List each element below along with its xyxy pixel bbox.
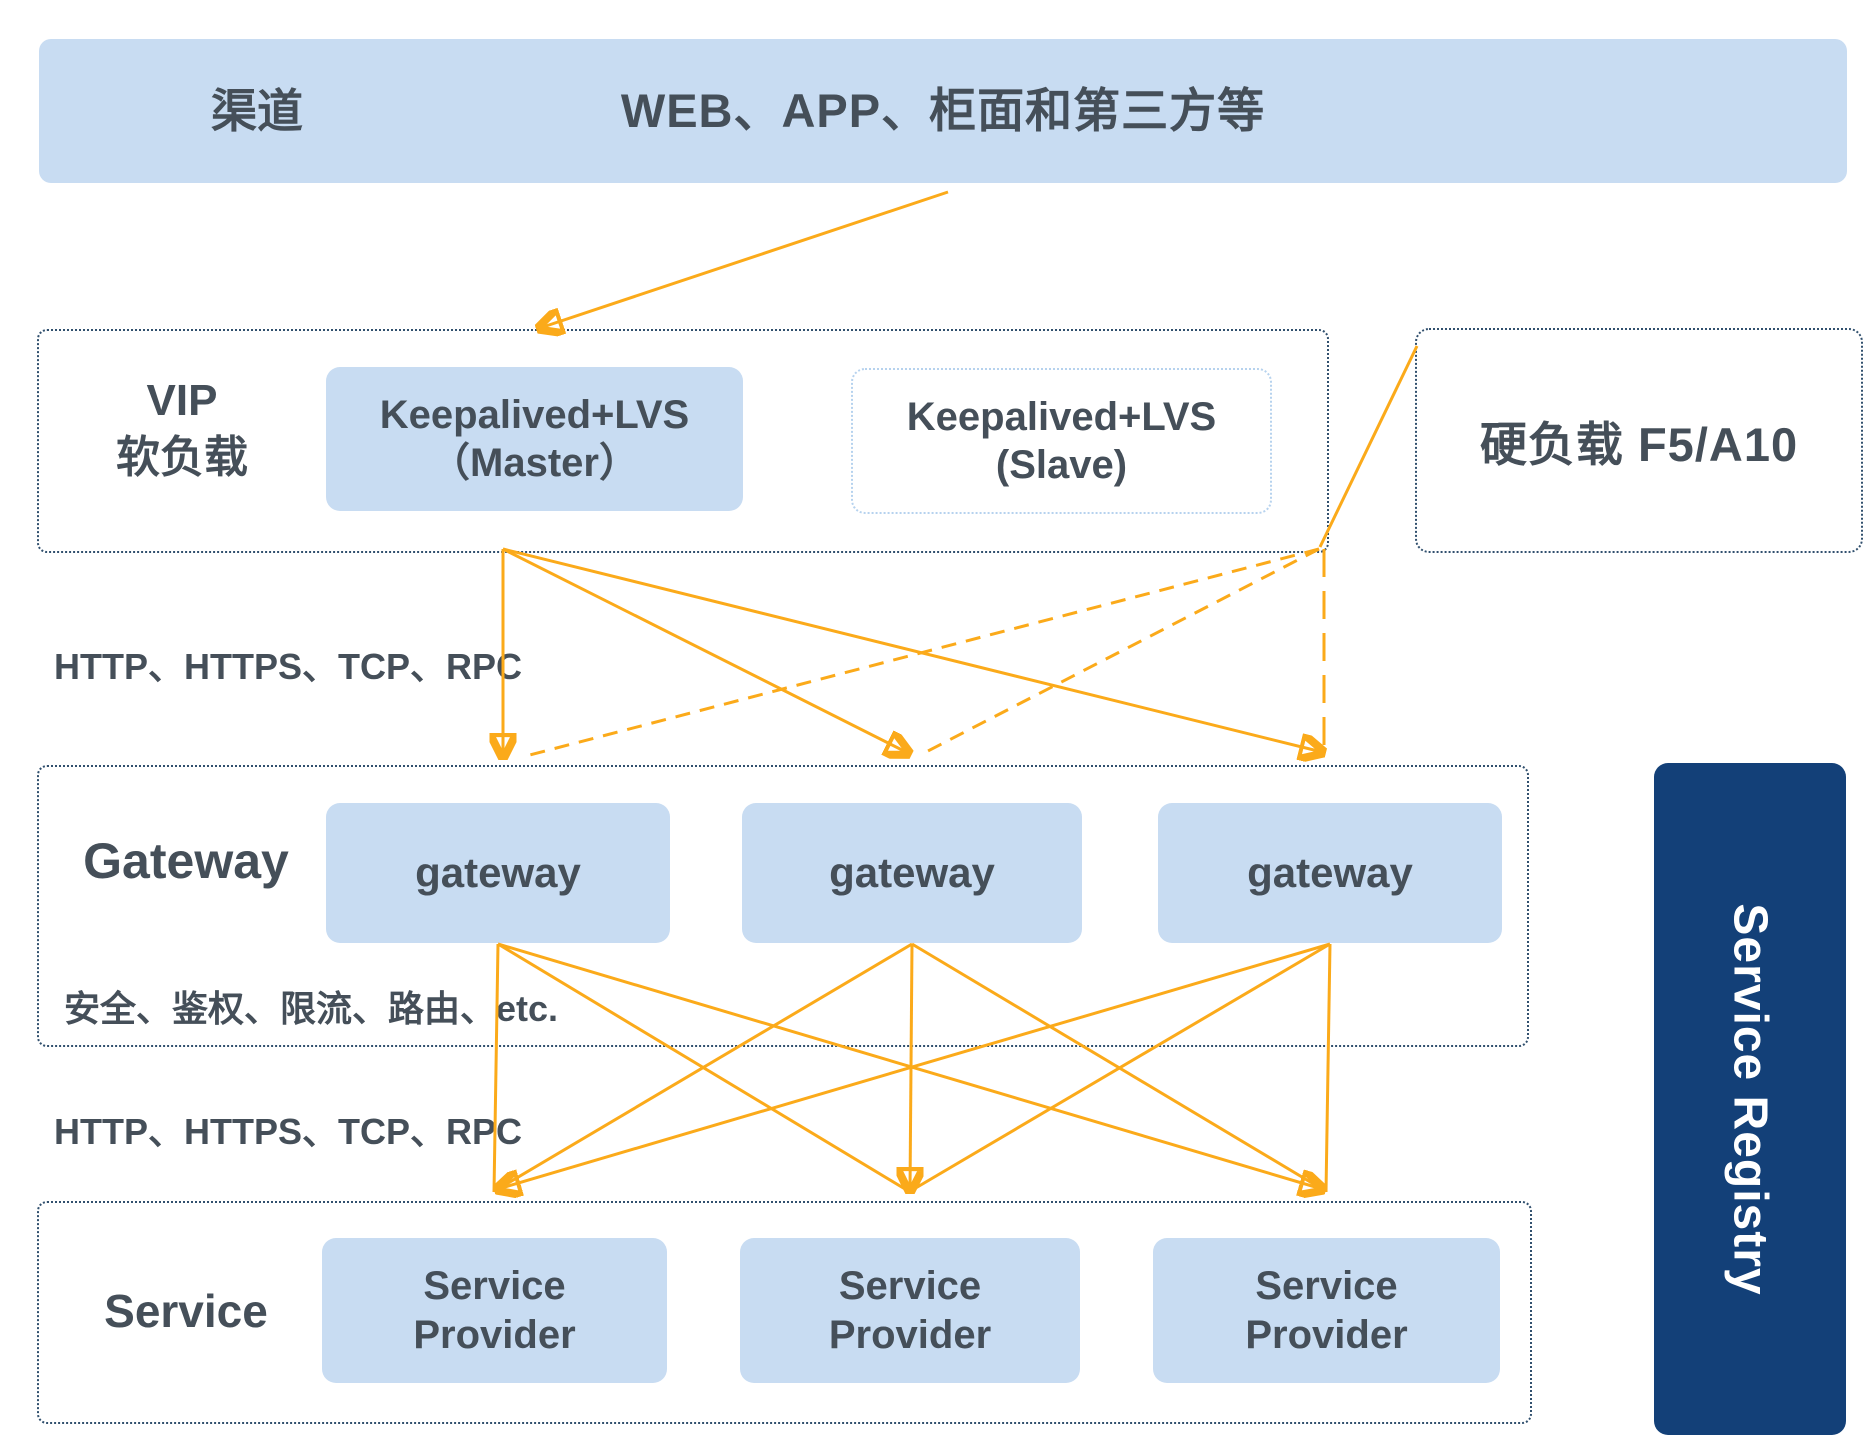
service-provider-node-1: Service Provider <box>322 1238 667 1383</box>
service-registry-box: Service Registry <box>1654 763 1846 1435</box>
slave-line1: Keepalived+LVS <box>906 395 1217 439</box>
protocols-label-top: HTTP、HTTPS、TCP、RPC <box>54 646 523 687</box>
channel-bar: 渠道 WEB、APP、柜面和第三方等 <box>39 39 1847 183</box>
service-layer-title: Service <box>104 1285 268 1337</box>
gateway-node-2: gateway <box>742 803 1082 943</box>
vip-softload-title: VIP 软负载 <box>67 372 297 486</box>
line-f5-to-vip-corner <box>1318 345 1419 548</box>
dashed-vip-to-gateway2 <box>923 547 1320 755</box>
keepalived-master-node: Keepalived+LVS （Master） <box>326 367 743 511</box>
keepalived-slave-node: Keepalived+LVS (Slave) <box>851 368 1272 514</box>
service-provider-3-line2: Provider <box>1245 1312 1408 1357</box>
hard-load-box: 硬负载 F5/A10 <box>1415 328 1863 553</box>
service-provider-node-3: Service Provider <box>1153 1238 1500 1383</box>
service-provider-1-line1: Service <box>423 1263 566 1308</box>
gateway-node-1: gateway <box>326 803 670 943</box>
arrow-channel-to-vip <box>540 190 949 328</box>
hard-load-label: 硬负载 F5/A10 <box>1479 418 1799 471</box>
channel-content: WEB、APP、柜面和第三方等 <box>620 84 1266 137</box>
arrow-vip-to-gateway3 <box>502 547 1322 752</box>
channel-label: 渠道 <box>211 85 303 137</box>
vip-title-line1: VIP <box>146 376 218 425</box>
arrow-vip-to-gateway2 <box>502 547 908 753</box>
service-provider-3-line1: Service <box>1255 1263 1398 1308</box>
gateway-1-label: gateway <box>415 849 581 896</box>
vip-title-line2: 软负载 <box>116 433 248 483</box>
gateway-layer-title: Gateway <box>83 833 289 889</box>
service-provider-1-line2: Provider <box>413 1312 576 1357</box>
gateway-node-3: gateway <box>1158 803 1502 943</box>
gateway-features-label: 安全、鉴权、限流、路由、etc. <box>64 988 559 1029</box>
protocols-label-bottom: HTTP、HTTPS、TCP、RPC <box>54 1111 523 1152</box>
service-registry-label: Service Registry <box>1723 902 1777 1296</box>
gateway-2-label: gateway <box>829 849 995 896</box>
service-provider-node-2: Service Provider <box>740 1238 1080 1383</box>
master-line2: （Master） <box>430 441 639 485</box>
gateway-3-label: gateway <box>1247 849 1413 896</box>
service-provider-2-line1: Service <box>838 1263 982 1308</box>
dashed-vip-to-gateway1 <box>521 547 1320 759</box>
master-line1: Keepalived+LVS <box>379 393 690 437</box>
service-provider-2-line2: Provider <box>828 1312 992 1357</box>
slave-line2: (Slave) <box>995 443 1128 487</box>
